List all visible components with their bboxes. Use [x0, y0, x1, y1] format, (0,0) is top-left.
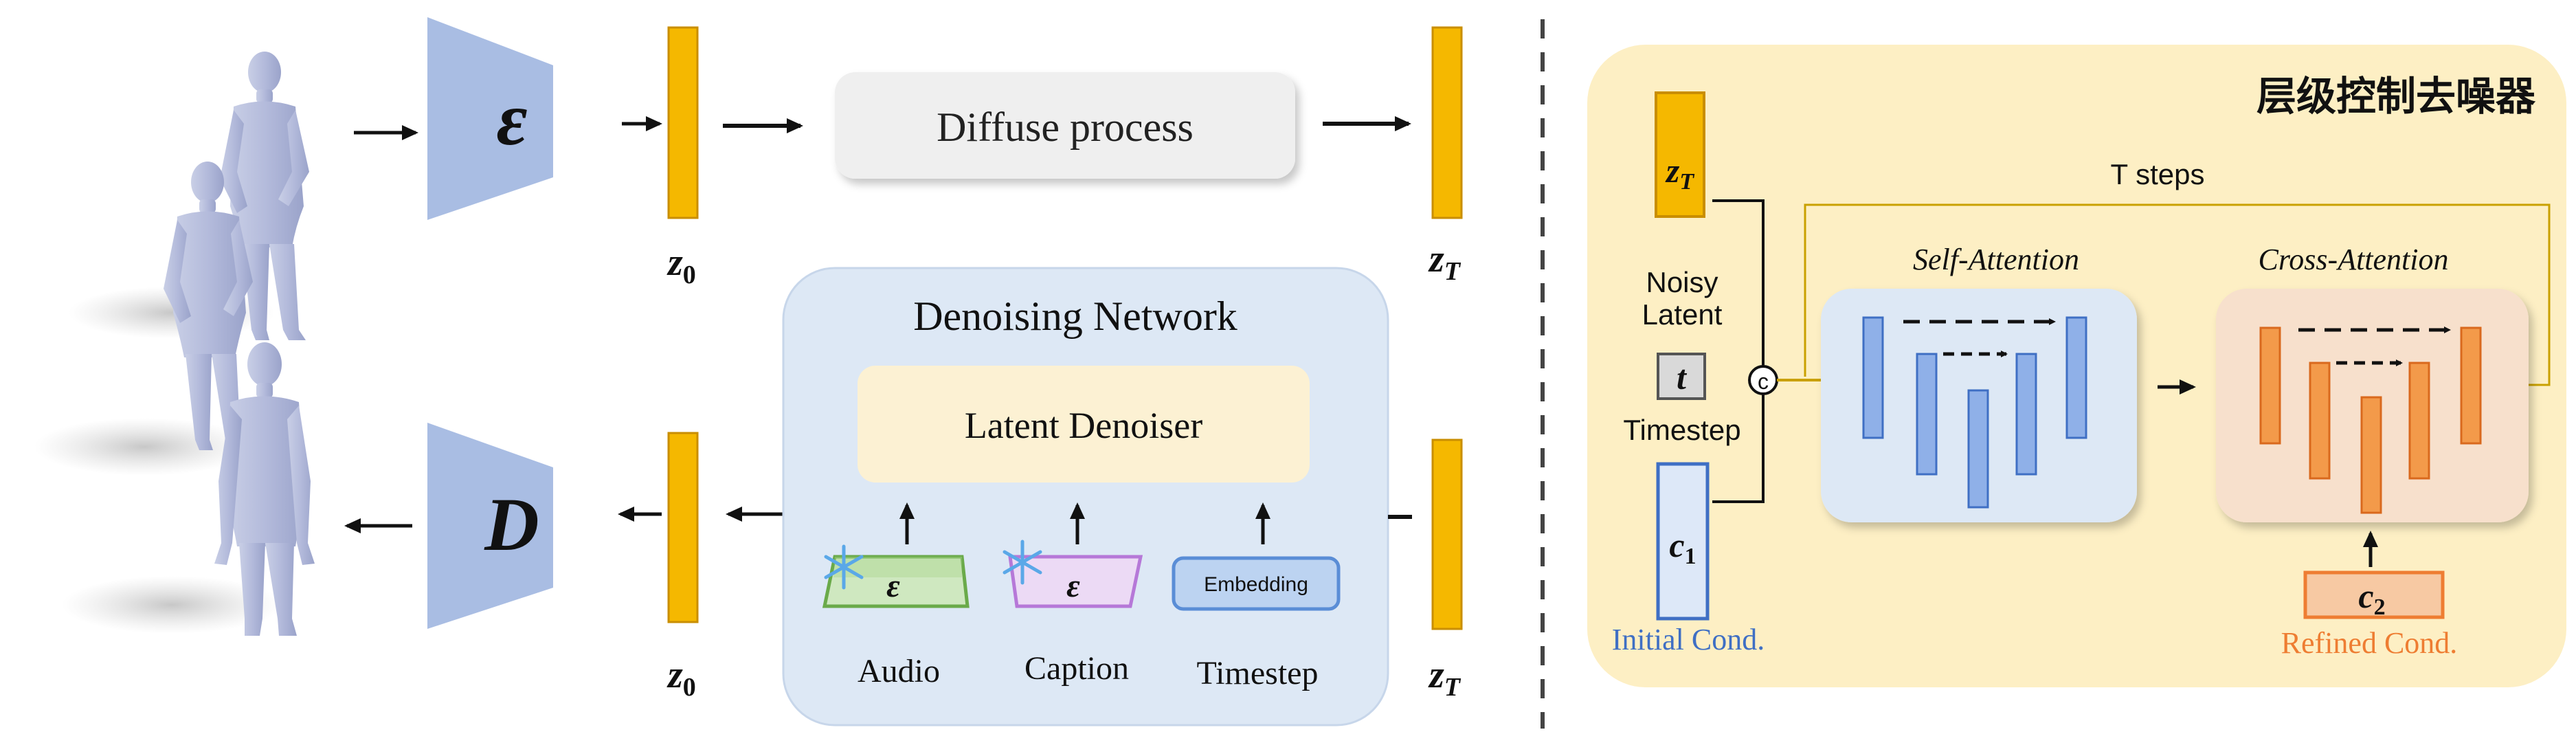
timestep-label-right: Timestep — [1623, 414, 1740, 446]
c2-block — [2303, 570, 2445, 619]
latent-bar-z0-top — [667, 26, 699, 219]
human-figure-middle — [164, 162, 253, 450]
c1-block — [1656, 462, 1710, 621]
c2-block-label: c2 — [2358, 577, 2385, 620]
diffuse-process-label: Diffuse process — [937, 104, 1194, 150]
encoder-symbol: ε — [496, 77, 527, 161]
denoising-network-title: Denoising Network — [913, 293, 1237, 339]
human-figure-front — [214, 342, 315, 636]
zT-block — [1655, 91, 1705, 218]
latent-label: Latent — [1642, 298, 1723, 331]
latent-bar-z0-bottom — [667, 432, 699, 623]
audio-encoder: ε — [822, 555, 970, 608]
self-attention-label: Self-Attention — [1913, 243, 2079, 276]
caption-encoder: ε — [1008, 555, 1143, 608]
z0-bottom-label: z0 — [667, 654, 696, 702]
zT-block-label: zT — [1665, 151, 1694, 195]
snowflake-icon — [824, 544, 864, 590]
t-block-label: t — [1677, 358, 1688, 397]
c1-block-label: c1 — [1669, 526, 1696, 569]
latent-denoiser-label: Latent Denoiser — [965, 405, 1202, 446]
concat-symbol: c — [1758, 369, 1769, 394]
encoder: ε — [427, 17, 553, 220]
initial-cond-label: Initial Cond. — [1612, 623, 1765, 656]
human-figures — [34, 52, 315, 636]
shadow — [62, 576, 282, 634]
embedding-label: Embedding — [1204, 573, 1308, 596]
self-attention-bars — [1862, 316, 2087, 509]
zT-top-label: zT — [1428, 238, 1461, 286]
panel-title: 层级控制去噪器 — [2256, 74, 2536, 119]
caption-encoder-symbol: ε — [1066, 568, 1080, 604]
t-steps-label: T steps — [2111, 158, 2205, 190]
decoder-symbol: D — [484, 483, 539, 566]
t-block — [1657, 353, 1706, 400]
latent-denoiser-box — [858, 366, 1310, 483]
snowflake-icon — [1003, 540, 1042, 585]
cross-attention-bars — [2259, 326, 2482, 514]
decoder: D — [427, 423, 553, 629]
cross-attention-label: Cross-Attention — [2258, 243, 2448, 276]
latent-bar-zT-top — [1431, 26, 1463, 219]
diffuse-process-box — [835, 72, 1295, 179]
caption-label: Caption — [1024, 650, 1129, 687]
noisy-label: Noisy — [1646, 266, 1718, 298]
concat-bracket — [1712, 199, 1765, 503]
refined-cond-label: Refined Cond. — [2281, 626, 2458, 660]
timestep-label-left: Timestep — [1197, 655, 1319, 691]
audio-encoder-symbol: ε — [886, 568, 900, 604]
decoder-trapezoid — [427, 423, 553, 629]
audio-label: Audio — [858, 653, 940, 689]
encoder-trapezoid — [427, 17, 553, 220]
zT-bottom-label: zT — [1428, 654, 1461, 702]
latent-bar-zT-bottom — [1431, 439, 1463, 630]
z0-top-label: z0 — [667, 241, 696, 289]
embedding-box — [1172, 556, 1341, 611]
